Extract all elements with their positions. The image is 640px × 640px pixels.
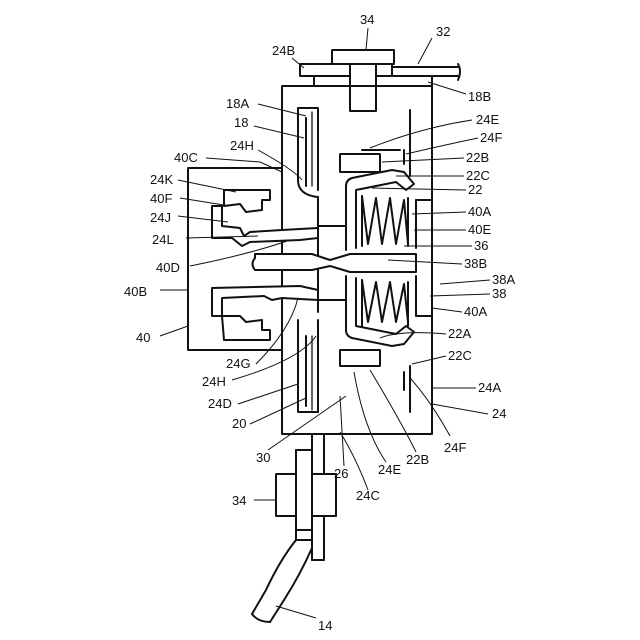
callout-label: 24B bbox=[272, 43, 295, 58]
callout-label: 40A bbox=[468, 204, 491, 219]
callout-label: 24F bbox=[444, 440, 466, 455]
callout-label: 26 bbox=[334, 466, 348, 481]
callout-label: 24L bbox=[152, 232, 174, 247]
callout-label: 34 bbox=[232, 493, 246, 508]
upper-block bbox=[340, 154, 380, 172]
callout-label: 24H bbox=[202, 374, 226, 389]
right-slot-plate bbox=[416, 200, 432, 316]
callout-label: 22C bbox=[466, 168, 490, 183]
lower-spring bbox=[362, 280, 408, 326]
callout-label: 24J bbox=[150, 210, 171, 225]
callout-label: 18B bbox=[468, 89, 491, 104]
callout-label: 24H bbox=[230, 138, 254, 153]
upper-spring-cup bbox=[346, 170, 414, 250]
callout-label: 30 bbox=[256, 450, 270, 465]
callout-label: 24C bbox=[356, 488, 380, 503]
callout-label: 18 bbox=[234, 115, 248, 130]
upper-latch bbox=[212, 190, 318, 246]
callout-label: 32 bbox=[436, 24, 450, 39]
reference-labels: 34 32 24B 18B 18A 18 24E 24F 24H 22B 40C… bbox=[124, 12, 515, 633]
top-fastener bbox=[332, 50, 394, 111]
callout-label: 40 bbox=[136, 330, 150, 345]
lower-latch bbox=[212, 286, 318, 340]
callout-label: 40C bbox=[174, 150, 198, 165]
callout-label: 18A bbox=[226, 96, 249, 111]
callout-label: 40A bbox=[464, 304, 487, 319]
callout-label: 40E bbox=[468, 222, 491, 237]
callout-label: 24E bbox=[378, 462, 401, 477]
callout-label: 34 bbox=[360, 12, 374, 27]
callout-label: 38A bbox=[492, 272, 515, 287]
callout-label: 22B bbox=[466, 150, 489, 165]
central-pin bbox=[253, 254, 417, 272]
callout-label: 14 bbox=[318, 618, 332, 633]
callout-label: 24F bbox=[480, 130, 502, 145]
bottom-fastener bbox=[276, 450, 336, 530]
callout-label: 20 bbox=[232, 416, 246, 431]
callout-label: 40F bbox=[150, 191, 172, 206]
callout-label: 24E bbox=[476, 112, 499, 127]
callout-label: 24 bbox=[492, 406, 506, 421]
callout-label: 24D bbox=[208, 396, 232, 411]
callout-label: 38B bbox=[464, 256, 487, 271]
callout-label: 40B bbox=[124, 284, 147, 299]
callout-label: 22A bbox=[448, 326, 471, 341]
callout-label: 24A bbox=[478, 380, 501, 395]
top-cable bbox=[392, 64, 460, 80]
callout-label: 36 bbox=[474, 238, 488, 253]
upper-spring bbox=[362, 196, 408, 246]
lower-block bbox=[340, 350, 380, 366]
callout-label: 22C bbox=[448, 348, 472, 363]
callout-label: 38 bbox=[492, 286, 506, 301]
callout-label: 24K bbox=[150, 172, 173, 187]
callout-label: 22B bbox=[406, 452, 429, 467]
callout-label: 40D bbox=[156, 260, 180, 275]
callout-label: 22 bbox=[468, 182, 482, 197]
callout-label: 24G bbox=[226, 356, 251, 371]
